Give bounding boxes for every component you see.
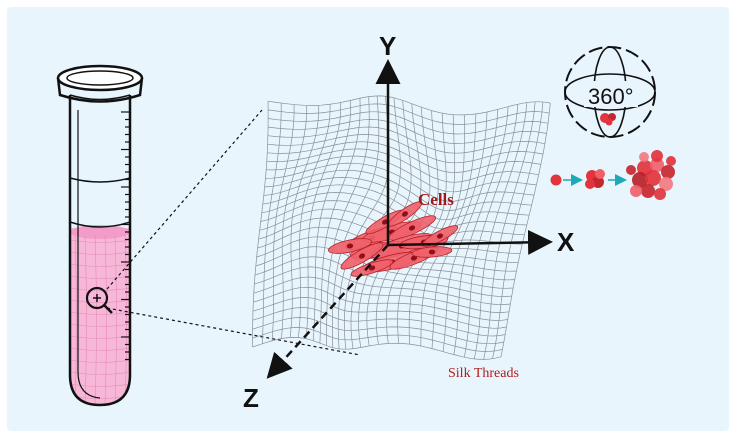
z-axis <box>266 244 389 379</box>
zoom-lines <box>106 109 361 356</box>
tube-liquid <box>70 225 130 405</box>
test-tube-icon <box>56 64 144 407</box>
silk-thread-mesh <box>252 95 551 360</box>
y-axis-label: Y <box>379 31 396 61</box>
x-axis-label: X <box>557 227 575 257</box>
axes <box>266 59 553 379</box>
silk-threads-label: Silk Threads <box>448 366 519 381</box>
cell-cluster-icon <box>550 150 676 200</box>
cells-label: Cells <box>418 190 454 209</box>
rotation-label: 360° <box>588 84 634 109</box>
magnifier-icon <box>85 286 113 314</box>
cell-cluster <box>328 201 459 277</box>
z-axis-label: Z <box>243 383 259 413</box>
globe-rotation-icon: 360° <box>564 46 656 138</box>
x-axis <box>387 229 553 255</box>
